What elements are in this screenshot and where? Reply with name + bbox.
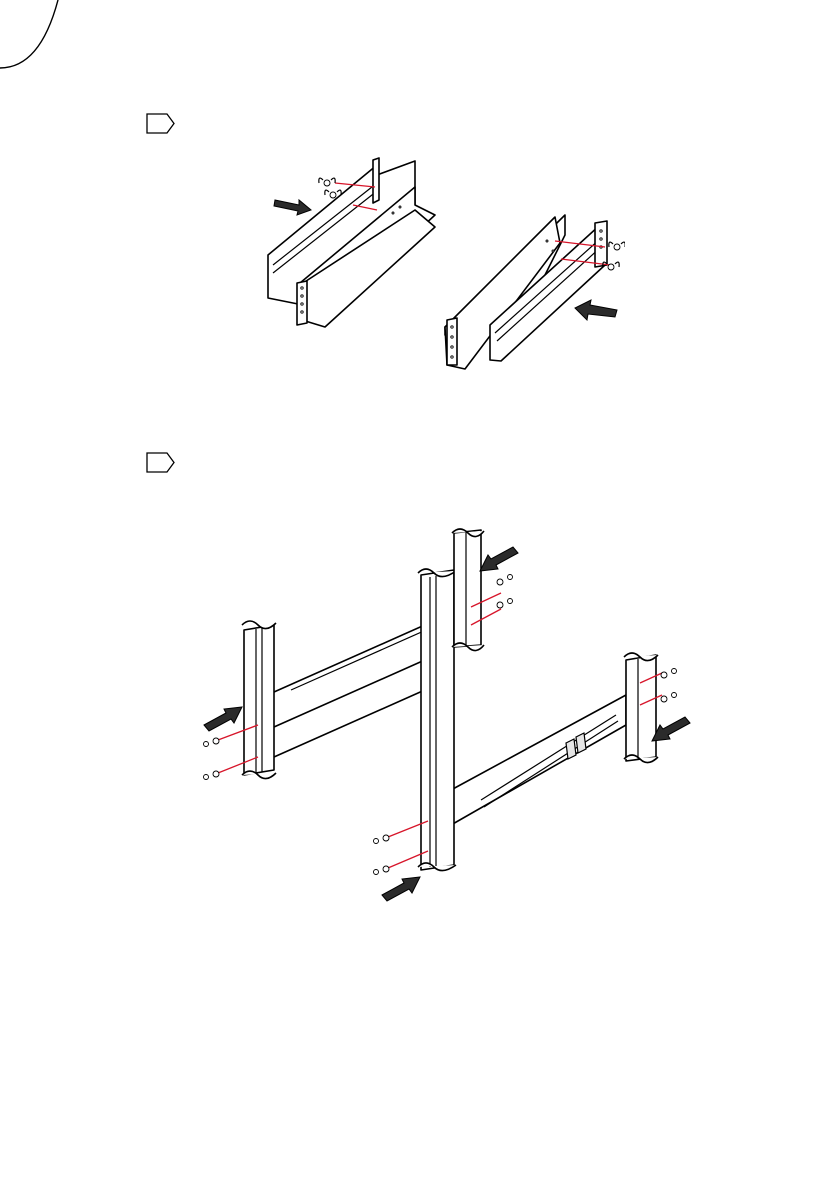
rail-bracket-left xyxy=(268,158,435,327)
screw-icon xyxy=(661,693,677,703)
step-tag-icon xyxy=(146,452,176,474)
step-2-tag xyxy=(146,452,176,474)
rack-post xyxy=(242,621,276,779)
screw-icon xyxy=(204,771,220,780)
push-arrow-icon xyxy=(274,200,311,215)
binding-edge-line xyxy=(0,0,839,120)
screw-icon xyxy=(374,835,390,844)
rack-post xyxy=(418,569,456,871)
wing-nut-icon xyxy=(319,178,335,186)
rack-post xyxy=(624,653,658,763)
screw-icon xyxy=(204,738,220,747)
screw-icon xyxy=(661,669,677,679)
wing-nut-icon xyxy=(609,242,625,250)
rail-bracket-right xyxy=(445,215,625,369)
step-tag-icon xyxy=(146,113,176,135)
push-arrow-icon xyxy=(480,547,518,571)
push-arrow-icon xyxy=(204,707,242,731)
step-1-tag xyxy=(146,113,176,135)
push-arrow-icon xyxy=(382,877,420,901)
rack-post xyxy=(452,529,484,651)
push-arrow-icon xyxy=(575,300,617,320)
rack-mounting-figure xyxy=(196,525,696,905)
screw-icon xyxy=(497,599,513,609)
screw-icon xyxy=(497,575,513,586)
rail-assembly-figure xyxy=(265,155,625,370)
push-arrow-icon xyxy=(652,717,690,741)
screw-icon xyxy=(374,866,390,875)
